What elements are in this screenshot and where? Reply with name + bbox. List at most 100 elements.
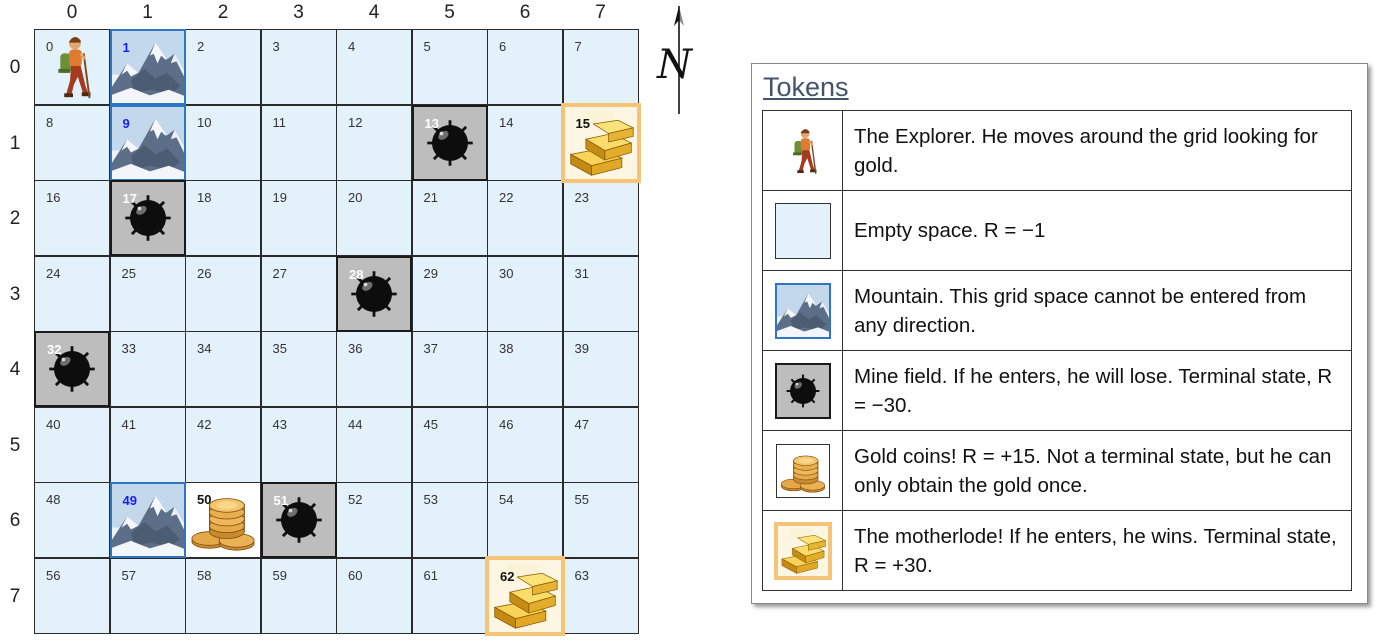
empty-cell: 21 — [411, 180, 488, 256]
cell-number: 23 — [574, 190, 589, 205]
empty-cell: 43 — [260, 406, 337, 483]
cell-number: 49 — [122, 493, 137, 508]
row-header: 4 — [9, 359, 21, 380]
cell-number: 43 — [272, 416, 287, 432]
cell-number: 3 — [272, 39, 280, 54]
cell-number: 36 — [348, 341, 363, 356]
legend-text: The motherlode! If he enters, he wins. T… — [842, 510, 1352, 591]
cell-number: 13 — [424, 115, 439, 131]
empty-cell: 55 — [562, 482, 639, 558]
empty-cell: 60 — [336, 557, 412, 634]
empty-cell: 44 — [336, 406, 412, 483]
gold-coins-icon — [775, 443, 830, 498]
empty-cell: 36 — [336, 331, 412, 407]
empty-cell: 11 — [260, 104, 337, 181]
empty-cell: 2 — [185, 29, 261, 105]
legend-text: The Explorer. He moves around the grid l… — [842, 110, 1352, 191]
cell-number: 8 — [46, 114, 54, 130]
compass-label: N — [656, 42, 694, 88]
empty-cell: 5 — [411, 29, 488, 105]
column-header: 3 — [293, 2, 304, 23]
empty-cell: 8 — [34, 104, 110, 181]
empty-cell: 14 — [487, 104, 563, 181]
column-header: 5 — [444, 2, 455, 23]
empty-cell: 57 — [109, 557, 186, 634]
cell-number: 2 — [197, 39, 205, 54]
cell-number: 39 — [574, 341, 589, 356]
cell-number: 35 — [272, 341, 287, 356]
cell-number: 56 — [46, 567, 61, 583]
empty-cell: 3 — [260, 29, 337, 105]
empty-cell: 25 — [109, 255, 186, 332]
motherlode-cell: 62 — [485, 555, 565, 636]
legend-text: Empty space. R = −1 — [842, 190, 1352, 271]
cell-number: 60 — [348, 567, 363, 583]
mine-cell: 28 — [336, 255, 412, 332]
empty-cell: 6 — [487, 29, 563, 105]
column-header: 4 — [368, 2, 380, 23]
cell-number: 0 — [46, 39, 54, 54]
row-header: 0 — [9, 57, 21, 78]
empty-cell: 61 — [411, 557, 488, 634]
column-header: 7 — [595, 2, 606, 23]
row-header: 2 — [9, 208, 21, 229]
cell-number: 14 — [499, 114, 514, 130]
legend-row-mine: Mine field. If he enters, he will lose. … — [762, 350, 1352, 431]
cell-number: 22 — [499, 190, 514, 205]
motherlode-cell: 15 — [560, 102, 641, 183]
empty-cell: 4 — [336, 29, 412, 105]
empty-cell: 33 — [109, 331, 186, 407]
empty-cell: 34 — [185, 331, 261, 407]
cell-number: 51 — [273, 493, 288, 508]
cell-number: 58 — [197, 567, 212, 583]
cell-number: 12 — [348, 114, 363, 130]
cell-number: 31 — [574, 265, 589, 281]
empty-cell: 40 — [34, 406, 110, 483]
empty-cell: 56 — [34, 557, 110, 634]
empty-cell: 20 — [336, 180, 412, 256]
row-header: 1 — [9, 132, 21, 154]
empty-cell: 45 — [411, 406, 488, 483]
cell-number: 45 — [423, 416, 438, 432]
cell-number: 55 — [574, 492, 589, 507]
empty-cell: 41 — [109, 406, 186, 483]
legend-row-explorer: The Explorer. He moves around the grid l… — [762, 110, 1352, 191]
legend-text: Mountain. This grid space cannot be ente… — [842, 270, 1352, 351]
cell-number: 63 — [574, 567, 589, 583]
mountain-icon — [774, 282, 832, 339]
empty-cell: 59 — [260, 557, 337, 634]
empty-cell: 42 — [185, 406, 261, 483]
cell-number: 6 — [499, 39, 507, 54]
mine-cell: 17 — [109, 180, 186, 256]
column-header: 2 — [217, 2, 229, 23]
cell-number: 5 — [423, 39, 431, 54]
cell-number: 10 — [197, 114, 212, 130]
cell-number: 54 — [499, 492, 514, 507]
row-header: 7 — [9, 585, 21, 607]
empty-cell: 47 — [562, 406, 639, 483]
cell-number: 38 — [499, 341, 514, 356]
cell-number: 53 — [423, 492, 438, 507]
empty-cell: 58 — [185, 557, 261, 634]
cell-number: 47 — [574, 416, 589, 432]
cell-number: 59 — [272, 567, 287, 583]
cell-number: 27 — [272, 265, 287, 281]
empty-cell: 23 — [562, 180, 639, 256]
cell-number: 62 — [500, 568, 515, 584]
empty-cell: 19 — [260, 180, 337, 256]
cell-number: 1 — [122, 40, 130, 55]
cell-number: 19 — [272, 190, 287, 205]
empty-cell: 63 — [562, 557, 639, 634]
cell-number: 61 — [423, 567, 438, 583]
mine-icon — [774, 362, 831, 419]
cell-number: 11 — [272, 114, 287, 130]
row-header: 3 — [9, 283, 21, 305]
empty-cell: 10 — [185, 104, 261, 181]
cell-number: 33 — [121, 341, 136, 356]
cell-number: 17 — [122, 191, 137, 206]
empty-cell: 24 — [34, 255, 110, 332]
mountain-cell: 1 — [109, 29, 186, 105]
tokens-legend: The Explorer. He moves around the grid l… — [762, 110, 1352, 591]
cell-number: 30 — [499, 265, 514, 281]
empty-cell: 31 — [562, 255, 639, 332]
